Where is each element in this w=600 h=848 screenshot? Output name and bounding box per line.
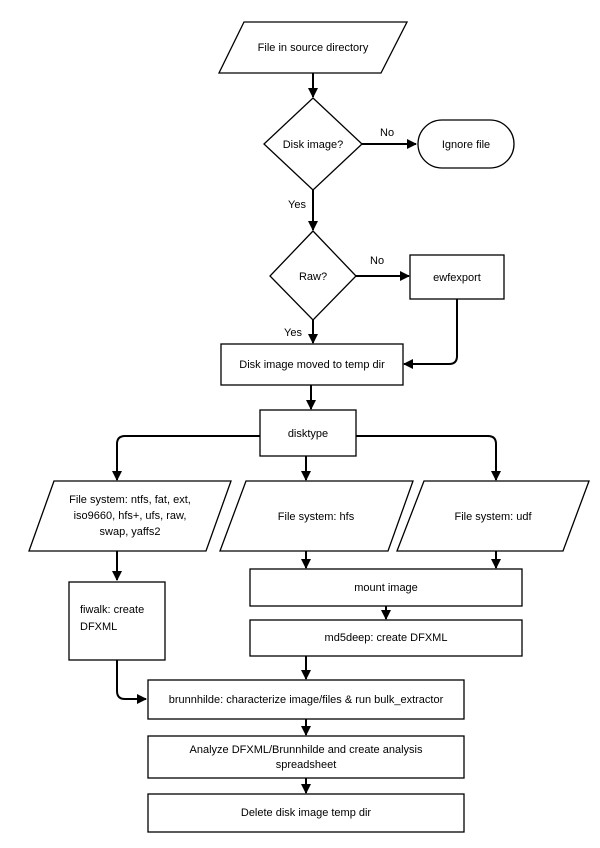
edge-label-no-ignore: No [380,127,394,139]
node-mount-label: mount image [354,582,418,594]
node-disktype-label: disktype [288,428,328,440]
node-raw-label: Raw? [299,271,327,283]
node-fiwalk-line-2: DFXML [80,621,117,633]
node-fs-udf: File system: udf [396,480,590,552]
edges [112,73,501,794]
node-ewfexport: ewfexport [409,254,505,300]
node-fiwalk-line-1: fiwalk: create [80,604,144,616]
edge-disktype-to-fs-ntfs [112,435,260,481]
edge-label-no-ewfexport: No [370,255,384,267]
node-ewfexport-label: ewfexport [433,272,481,284]
node-fs-hfs: File system: hfs [219,480,414,552]
node-fs-ntfs-line-1: File system: ntfs, fat, ext, [69,494,191,506]
node-analyze: Analyze DFXML/Brunnhilde and create anal… [147,735,465,779]
node-fs-ntfs-line-2: iso9660, hfs+, ufs, raw, [74,510,187,522]
node-md5deep: md5deep: create DFXML [249,619,523,657]
edge-label-yes-raw: Yes [288,199,306,211]
node-fs-hfs-label: File system: hfs [278,511,355,523]
node-raw-decision: Raw? [269,230,357,321]
node-fs-udf-label: File system: udf [454,511,532,523]
edge-disktype-to-fs-udf [356,435,501,481]
node-brunnhilde-label: brunnhilde: characterize image/files & r… [169,694,444,706]
node-brunnhilde: brunnhilde: characterize image/files & r… [147,679,465,720]
edge-ewfexport-to-moved [403,299,458,369]
node-source: File in source directory [217,21,409,74]
node-disktype: disktype [259,409,357,457]
edge-labels: No Yes No Yes [284,127,394,339]
node-delete-label: Delete disk image temp dir [241,807,372,819]
node-delete-temp: Delete disk image temp dir [147,793,465,833]
node-fiwalk: fiwalk: create DFXML [68,581,166,661]
node-md5deep-label: md5deep: create DFXML [325,632,448,644]
edge-label-yes-moved: Yes [284,327,302,339]
node-fs-ntfs-line-3: swap, yaffs2 [100,526,161,538]
node-fs-ntfs: File system: ntfs, fat, ext, iso9660, hf… [28,480,232,552]
node-analyze-line-1: Analyze DFXML/Brunnhilde and create anal… [190,744,423,756]
edge-fiwalk-to-brunnhilde [116,660,147,704]
node-source-label: File in source directory [258,42,369,54]
node-ignore-label: Ignore file [442,139,490,151]
node-analyze-line-2: spreadsheet [276,759,337,771]
node-disk-image-label: Disk image? [283,139,344,151]
node-ignore-file: Ignore file [417,119,515,169]
node-disk-image-decision: Disk image? [263,97,363,191]
node-moved-label: Disk image moved to temp dir [239,359,385,371]
node-moved-to-temp: Disk image moved to temp dir [220,343,404,386]
node-mount-image: mount image [249,568,523,607]
